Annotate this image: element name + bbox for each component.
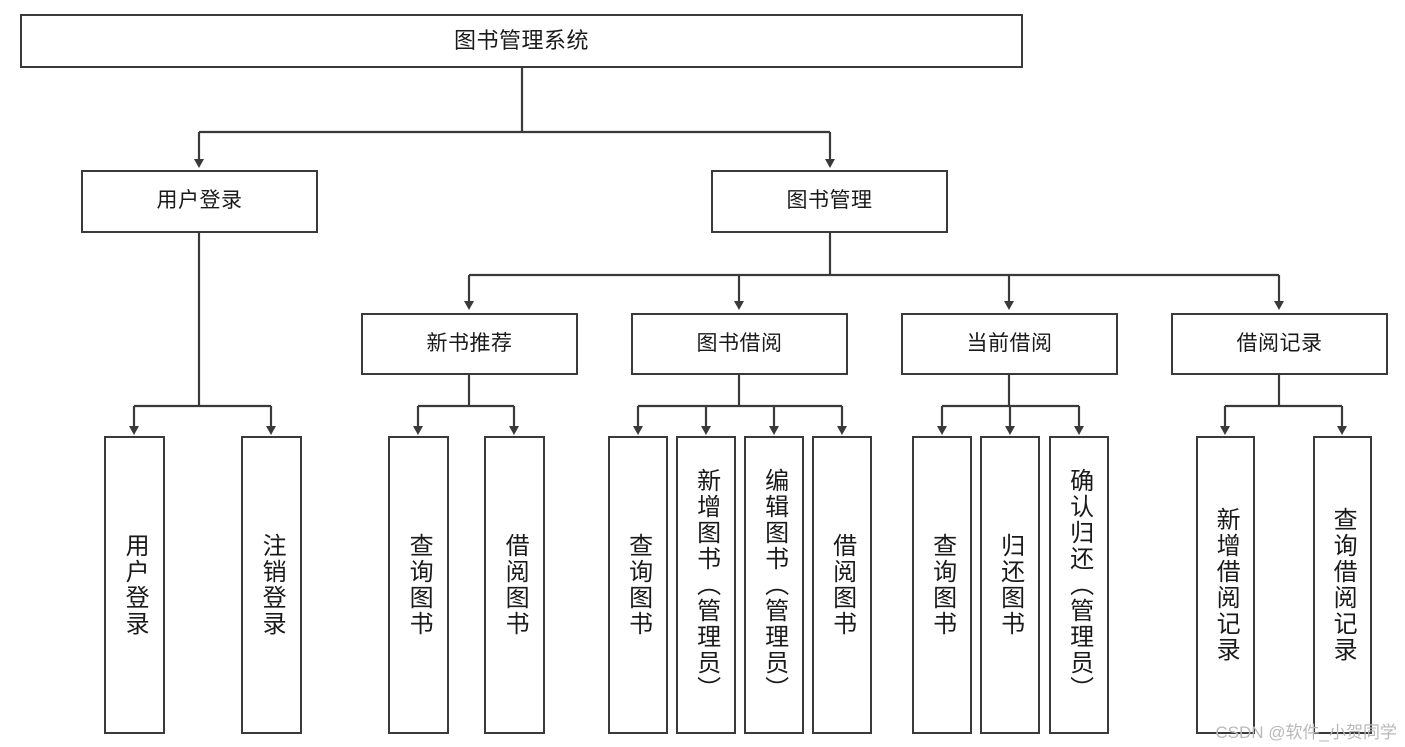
leaf-book-borrow-edit[interactable]: 编辑图书（管理员） <box>744 436 804 734</box>
leaf-book-borrow-borrow[interactable]: 借阅图书 <box>812 436 872 734</box>
leaf-current-borrow-query[interactable]: 查询图书 <box>912 436 972 734</box>
node-user-login[interactable]: 用户登录 <box>81 170 318 233</box>
node-label: 用户登录 <box>121 533 149 637</box>
leaf-new-book-query[interactable]: 查询图书 <box>388 436 449 734</box>
node-label: 当前借阅 <box>966 331 1053 355</box>
leaf-borrow-record-add[interactable]: 新增借阅记录 <box>1196 436 1255 734</box>
node-root-system[interactable]: 图书管理系统 <box>20 14 1023 68</box>
leaf-user-login-login[interactable]: 用户登录 <box>104 436 165 734</box>
node-label: 借阅图书 <box>501 533 529 637</box>
node-borrow-record[interactable]: 借阅记录 <box>1171 313 1388 375</box>
csdn-watermark: CSDN @软件_小贺同学 <box>1215 723 1397 742</box>
node-label: 新书推荐 <box>426 331 513 355</box>
node-current-borrow[interactable]: 当前借阅 <box>901 313 1118 375</box>
leaf-current-borrow-return[interactable]: 归还图书 <box>980 436 1040 734</box>
node-label: 图书管理 <box>786 189 873 213</box>
node-label: 新增图书（管理员） <box>692 468 720 702</box>
leaf-borrow-record-query[interactable]: 查询借阅记录 <box>1313 436 1372 734</box>
node-new-book-recommend[interactable]: 新书推荐 <box>361 313 578 375</box>
node-label: 用户登录 <box>156 189 243 213</box>
leaf-current-borrow-confirm-return[interactable]: 确认归还（管理员） <box>1049 436 1109 734</box>
node-label: 注销登录 <box>258 533 286 637</box>
leaf-book-borrow-add[interactable]: 新增图书（管理员） <box>676 436 736 734</box>
leaf-new-book-borrow[interactable]: 借阅图书 <box>484 436 545 734</box>
node-label: 归还图书 <box>996 533 1024 637</box>
node-book-management[interactable]: 图书管理 <box>711 170 948 233</box>
leaf-user-login-logout[interactable]: 注销登录 <box>241 436 302 734</box>
node-label: 查询图书 <box>928 533 956 637</box>
node-label: 借阅记录 <box>1236 331 1323 355</box>
node-book-borrow[interactable]: 图书借阅 <box>631 313 848 375</box>
node-label: 查询图书 <box>624 533 652 637</box>
node-label: 图书借阅 <box>696 331 783 355</box>
node-label: 编辑图书（管理员） <box>760 468 788 702</box>
node-label: 借阅图书 <box>828 533 856 637</box>
node-label: 新增借阅记录 <box>1212 507 1240 663</box>
node-label: 图书管理系统 <box>453 28 589 54</box>
node-label: 查询图书 <box>405 533 433 637</box>
leaf-book-borrow-query[interactable]: 查询图书 <box>608 436 668 734</box>
node-label: 查询借阅记录 <box>1329 507 1357 663</box>
node-label: 确认归还（管理员） <box>1065 468 1093 702</box>
